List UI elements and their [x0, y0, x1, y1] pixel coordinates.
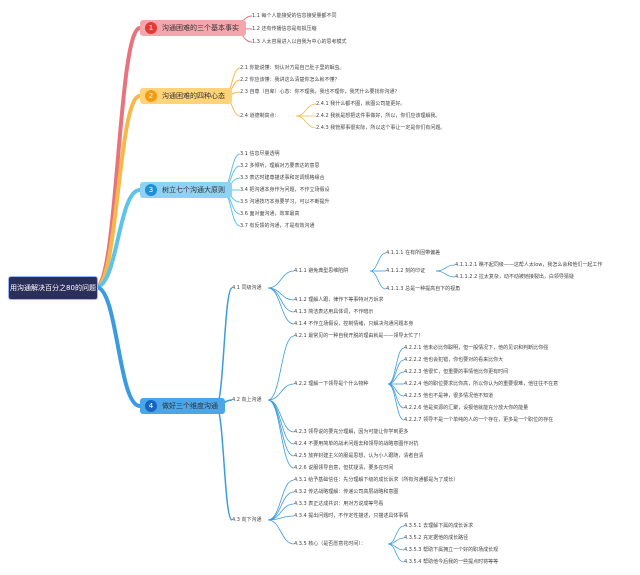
connector-4-3-2 — [267, 491, 295, 521]
branch-label: 树立七个沟通大原则 — [162, 186, 225, 194]
leaf-4-2-5[interactable]: 4.2.5 放弃封建主义的服是思想，认为小人跟随，清者自清 — [294, 453, 424, 459]
leaf-4-1-1-2-2[interactable]: 4.1.1.2.2 拉太复杂，动不动被她接裂出，白领导猜疑 — [455, 274, 574, 280]
leaf-4-1-1-2-1[interactable]: 4.1.1.2.1 瞧不起同级——这帮人太low，我怎么会和他们一起工作 — [455, 262, 603, 268]
connector-4-2-2-2 — [387, 359, 405, 385]
leaf-3-1[interactable]: 3.1 信息尽量透明 — [240, 151, 280, 157]
connector-4-3-1 — [267, 479, 295, 521]
leaf-2-2[interactable]: 2.2 你应该懂：我讲这么清楚你怎么就不懂？ — [240, 77, 340, 83]
leaf-4-1-2[interactable]: 4.1.2 理解人跟，律作下等事特对方诉求 — [294, 297, 384, 303]
connector-4-2-5 — [267, 399, 295, 457]
connector-4-1-1-3 — [369, 270, 387, 290]
number-badge-icon: 3 — [145, 184, 157, 196]
root-node[interactable]: 用沟通解决百分之80的问题 — [8, 276, 98, 300]
leaf-4-3-2[interactable]: 4.3.2 传达战略理解：传递公司高层战略和意图 — [294, 489, 399, 495]
leaf-4-2-3[interactable]: 4.2.3 领导说的要充分理解，因为可能让你学到更多 — [294, 429, 409, 435]
connector-4-1-2 — [267, 287, 295, 301]
leaf-4-2-2[interactable]: 4.2.2 理解一下领导是个什么物种 — [294, 381, 369, 387]
leaf-2-4-1[interactable]: 2.4.1 我什么都不图，就图公司能更好。 — [316, 101, 406, 107]
connector-root-branch-4 — [95, 285, 141, 408]
branch-1[interactable]: 1 沟通困难的三个基本事实 — [140, 20, 246, 36]
leaf-4-3-1[interactable]: 4.3.1 给予基础信任：先分理解下级的成长诉求（所有沟通都是为了成长） — [294, 477, 459, 483]
leaf-2-3[interactable]: 2.3 自尊（自卑）心态：你不理我，我也不理你，我凭什么要找你沟通？ — [240, 89, 400, 95]
connector-4-3-4 — [267, 515, 295, 521]
leaf-3-6[interactable]: 3.6 面对面沟通，效率最高 — [240, 211, 300, 217]
leaf-4-2-2-1[interactable]: 4.2.2.1 他未必比你聪明，但一般情况下，他的见识和判断比你强 — [404, 345, 549, 351]
leaf-4-2-1[interactable]: 4.2.1 最常见的一种自我开脱的理由就是——领导太忙了！ — [294, 333, 424, 339]
connector-4-2-6 — [267, 399, 295, 469]
leaf-3-5[interactable]: 3.5 沟通技巧本身要学习，可以不断提升 — [240, 199, 330, 205]
leaf-4-3[interactable]: 4.3 向下沟通 — [232, 517, 262, 523]
leaf-4-2-2-2[interactable]: 4.2.2.2 他也会犯错，你也要对的看来比你大 — [404, 357, 504, 363]
branch-label: 做好三个维度沟通 — [162, 402, 218, 410]
leaf-4-1-3[interactable]: 4.1.3 简洁表达用具体词，不作暗示 — [294, 309, 374, 315]
connector-4-2-2 — [267, 383, 295, 401]
leaf-4-3-3[interactable]: 4.3.3 表正达成共识：用对方说成等号看 — [294, 501, 384, 507]
branch-3[interactable]: 3 树立七个沟通大原则 — [140, 182, 232, 198]
leaf-4-2-2-6[interactable]: 4.2.2.6 他是资源的汇聚，设报他就能充分放大你的能量 — [404, 405, 529, 411]
branch-label: 沟通困难的四种心态 — [162, 92, 225, 100]
leaf-1-1[interactable]: 1.1 每个人能接受的信息接受量都不同 — [252, 13, 337, 19]
connector-4-1-4 — [267, 287, 295, 325]
leaf-2-4-3[interactable]: 2.4.3 我管那事很实际，所以这个事让一定是你们有问题。 — [316, 125, 446, 131]
connector-4-1-1 — [267, 270, 295, 289]
leaf-4-2-2-4[interactable]: 4.2.2.4 他的职位要求比你高，所以你认为的重要很难，他往往不在意 — [404, 381, 559, 387]
number-badge-icon: 4 — [145, 400, 157, 412]
branch-4[interactable]: 4 做好三个维度沟通 — [140, 398, 225, 414]
leaf-4-2-2-5[interactable]: 4.2.2.5 他也不是神，很多情况他不知道 — [404, 393, 494, 399]
connector-4-1-1-2-1 — [435, 264, 456, 272]
number-badge-icon: 1 — [145, 22, 157, 34]
leaf-4-1-1[interactable]: 4.1.1 避免典型思维陷阱 — [294, 268, 349, 274]
connector-4-1-1-2-2 — [435, 270, 456, 278]
leaf-4-2-2-3[interactable]: 4.2.2.3 他很忙，但重要的事情他比你更有时间 — [404, 369, 509, 375]
leaf-1-3[interactable]: 1.3 人太容易进入以自我为中心的思考模式 — [252, 39, 347, 45]
leaf-4-3-4[interactable]: 4.3.4 提出问题时，不作定性描述，只描述具体事情 — [294, 513, 409, 519]
connector-4-2-2-1 — [387, 347, 405, 385]
leaf-4-1-1-3[interactable]: 4.1.1.3 总是一种提高自下的视角 — [386, 286, 461, 292]
leaf-4-2[interactable]: 4.2 向上沟通 — [232, 397, 262, 403]
leaf-4-2-2-7[interactable]: 4.2.2.7 领导不是一个单纯的人的一个存在，更多是一个职位的存在 — [404, 417, 554, 423]
leaf-3-4[interactable]: 3.4 把沟通本身作为问题，不作立场假设 — [240, 187, 330, 193]
connector-2-4-3 — [295, 115, 317, 129]
connector-2-4-1 — [295, 103, 317, 117]
branch-label: 沟通困难的三个基本事实 — [162, 24, 239, 32]
leaf-4-3-5-3[interactable]: 4.3.5.3 帮助下属拥立一个好的职场成长观 — [404, 547, 499, 553]
number-badge-icon: 2 — [145, 90, 157, 102]
connector-4-1-3 — [267, 287, 295, 313]
leaf-3-3[interactable]: 3.3 表达时建尊描述事和定调规格缘合 — [240, 175, 325, 181]
connector-4-2-1 — [267, 335, 295, 401]
leaf-4-3-5-4[interactable]: 4.3.5.4 帮助他今后我的一些提点时将等等 — [404, 559, 499, 565]
leaf-2-4[interactable]: 2.4 道德制高点： — [240, 113, 280, 119]
leaf-2-1[interactable]: 2.1 你能说懂：刻认对方是自己肚子里的蛔虫。 — [240, 65, 345, 71]
leaf-3-7[interactable]: 3.7 有反馈的沟通，才是有效沟通 — [240, 223, 315, 229]
leaf-1-2[interactable]: 1.2 还有传播信息是有损压缩 — [252, 26, 317, 32]
leaf-4-1-4[interactable]: 4.1.4 不作立场假设，控制情绪，只解决沟通问题本身 — [294, 321, 414, 327]
connector-4-2-4 — [267, 399, 295, 445]
connector-4-2-2-7 — [387, 383, 405, 421]
connector-4-2-2-6 — [387, 383, 405, 409]
leaf-2-4-2[interactable]: 2.4.2 我就是想把这件事做好，所以，你们应该理解我。 — [316, 113, 441, 119]
leaf-4-1-1-1[interactable]: 4.1.1.1 在有所固带偏差 — [386, 250, 441, 256]
connector-4-3-5-4 — [387, 543, 405, 563]
leaf-3-2[interactable]: 3.2 多倾听，理解对方要表达的意思 — [240, 163, 320, 169]
connector-4-1 — [215, 287, 233, 407]
leaf-4-2-6[interactable]: 4.2.6 说服领导自意，但犹疑清，要多在时间 — [294, 465, 394, 471]
leaf-4-3-5-1[interactable]: 4.3.5.1 去理解下属的成长诉求 — [404, 523, 474, 529]
connector-4-3-5 — [267, 519, 295, 545]
leaf-4-1-1-2[interactable]: 4.1.1.2 刻的印证 — [386, 268, 426, 274]
leaf-4-2-4[interactable]: 4.2.4 不要用简单的战术问题去和领导的战略意图作对抗 — [294, 441, 419, 447]
connector-4-3 — [215, 405, 233, 521]
connector-4-1-1-1 — [369, 252, 387, 272]
branch-2[interactable]: 2 沟通困难的四种心态 — [140, 88, 232, 104]
connector-root-branch-3 — [95, 188, 141, 289]
leaf-4-3-5[interactable]: 4.3.5 核心（是否愿意花时间）： — [294, 541, 366, 547]
connector-root-branch-1 — [94, 26, 142, 289]
leaf-4-1[interactable]: 4.1 同级沟通 — [232, 285, 262, 291]
connector-root-branch-2 — [95, 94, 141, 289]
leaf-4-3-5-2[interactable]: 4.3.5.2 充定据他的成长路径 — [404, 535, 469, 541]
